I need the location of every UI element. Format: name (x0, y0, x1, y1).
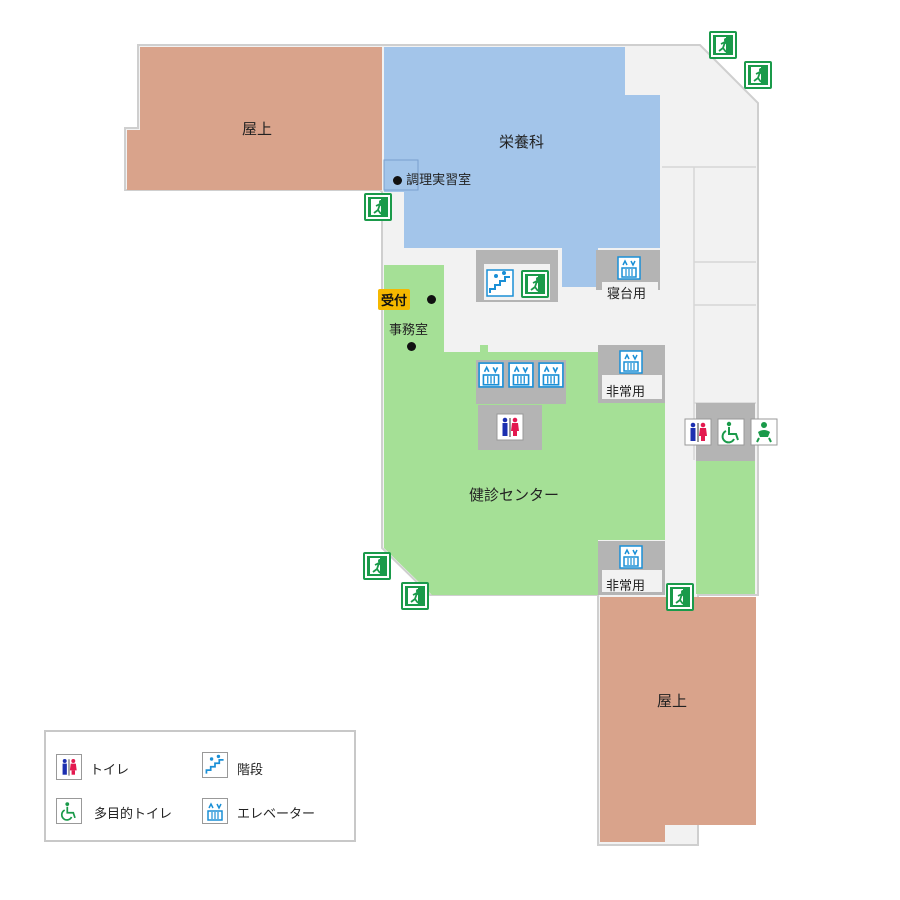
emergency-exit-icon (521, 270, 549, 298)
emergency-exit-icon (364, 193, 392, 221)
map-legend: トイレ 階段 多目的トイレ エレベーター (44, 730, 356, 842)
baby-care-icon (750, 418, 778, 446)
elevator-icon (619, 350, 643, 374)
cooking-room-label: 調理実習室 (406, 173, 472, 188)
bed-elevator-label: 寝台用 (607, 287, 647, 302)
legend-stairs-label: 階段 (237, 763, 264, 778)
emergency-elevator-label-1: 非常用 (606, 385, 646, 400)
toilet-icon (684, 418, 712, 446)
emergency-exit-icon (363, 552, 391, 580)
toilet-icon (496, 413, 524, 441)
nutrition-area (384, 47, 660, 287)
elevator-icon (619, 545, 643, 569)
reception-dot (427, 295, 436, 304)
emergency-exit-icon (401, 582, 429, 610)
toilet-icon (56, 754, 82, 780)
elevator-icon (508, 362, 534, 388)
office-dot (407, 342, 416, 351)
office-label: 事務室 (389, 323, 429, 338)
accessible-toilet-icon (56, 798, 82, 824)
emergency-exit-icon (666, 583, 694, 611)
elevator-icon (617, 256, 641, 280)
accessible-toilet-icon (717, 418, 745, 446)
emergency-elevator-label-2: 非常用 (606, 579, 646, 594)
rooftop-area-top (127, 47, 382, 190)
elevator-icon (202, 798, 228, 824)
legend-elevator-label: エレベーター (237, 807, 316, 822)
nutrition-label: 栄養科 (499, 133, 545, 151)
health-center-label: 健診センター (469, 486, 560, 504)
elevator-icon (538, 362, 564, 388)
elevator-icon (478, 362, 504, 388)
rooftop-area-bottom (600, 597, 756, 842)
location-dot (393, 176, 402, 185)
stairs-icon (486, 269, 514, 297)
reception-badge: 受付 (378, 289, 411, 310)
rooftop-label-top: 屋上 (242, 120, 273, 138)
rooftop-label-bottom: 屋上 (657, 692, 688, 710)
cooking-room-marker: 調理実習室 (393, 169, 471, 188)
legend-toilet-label: トイレ (90, 763, 130, 778)
legend-accessible-toilet-label: 多目的トイレ (94, 807, 173, 822)
stair-block (476, 250, 558, 260)
stairs-icon (202, 752, 228, 778)
emergency-exit-icon (744, 61, 772, 89)
right-green-area (696, 461, 755, 594)
emergency-exit-icon (709, 31, 737, 59)
